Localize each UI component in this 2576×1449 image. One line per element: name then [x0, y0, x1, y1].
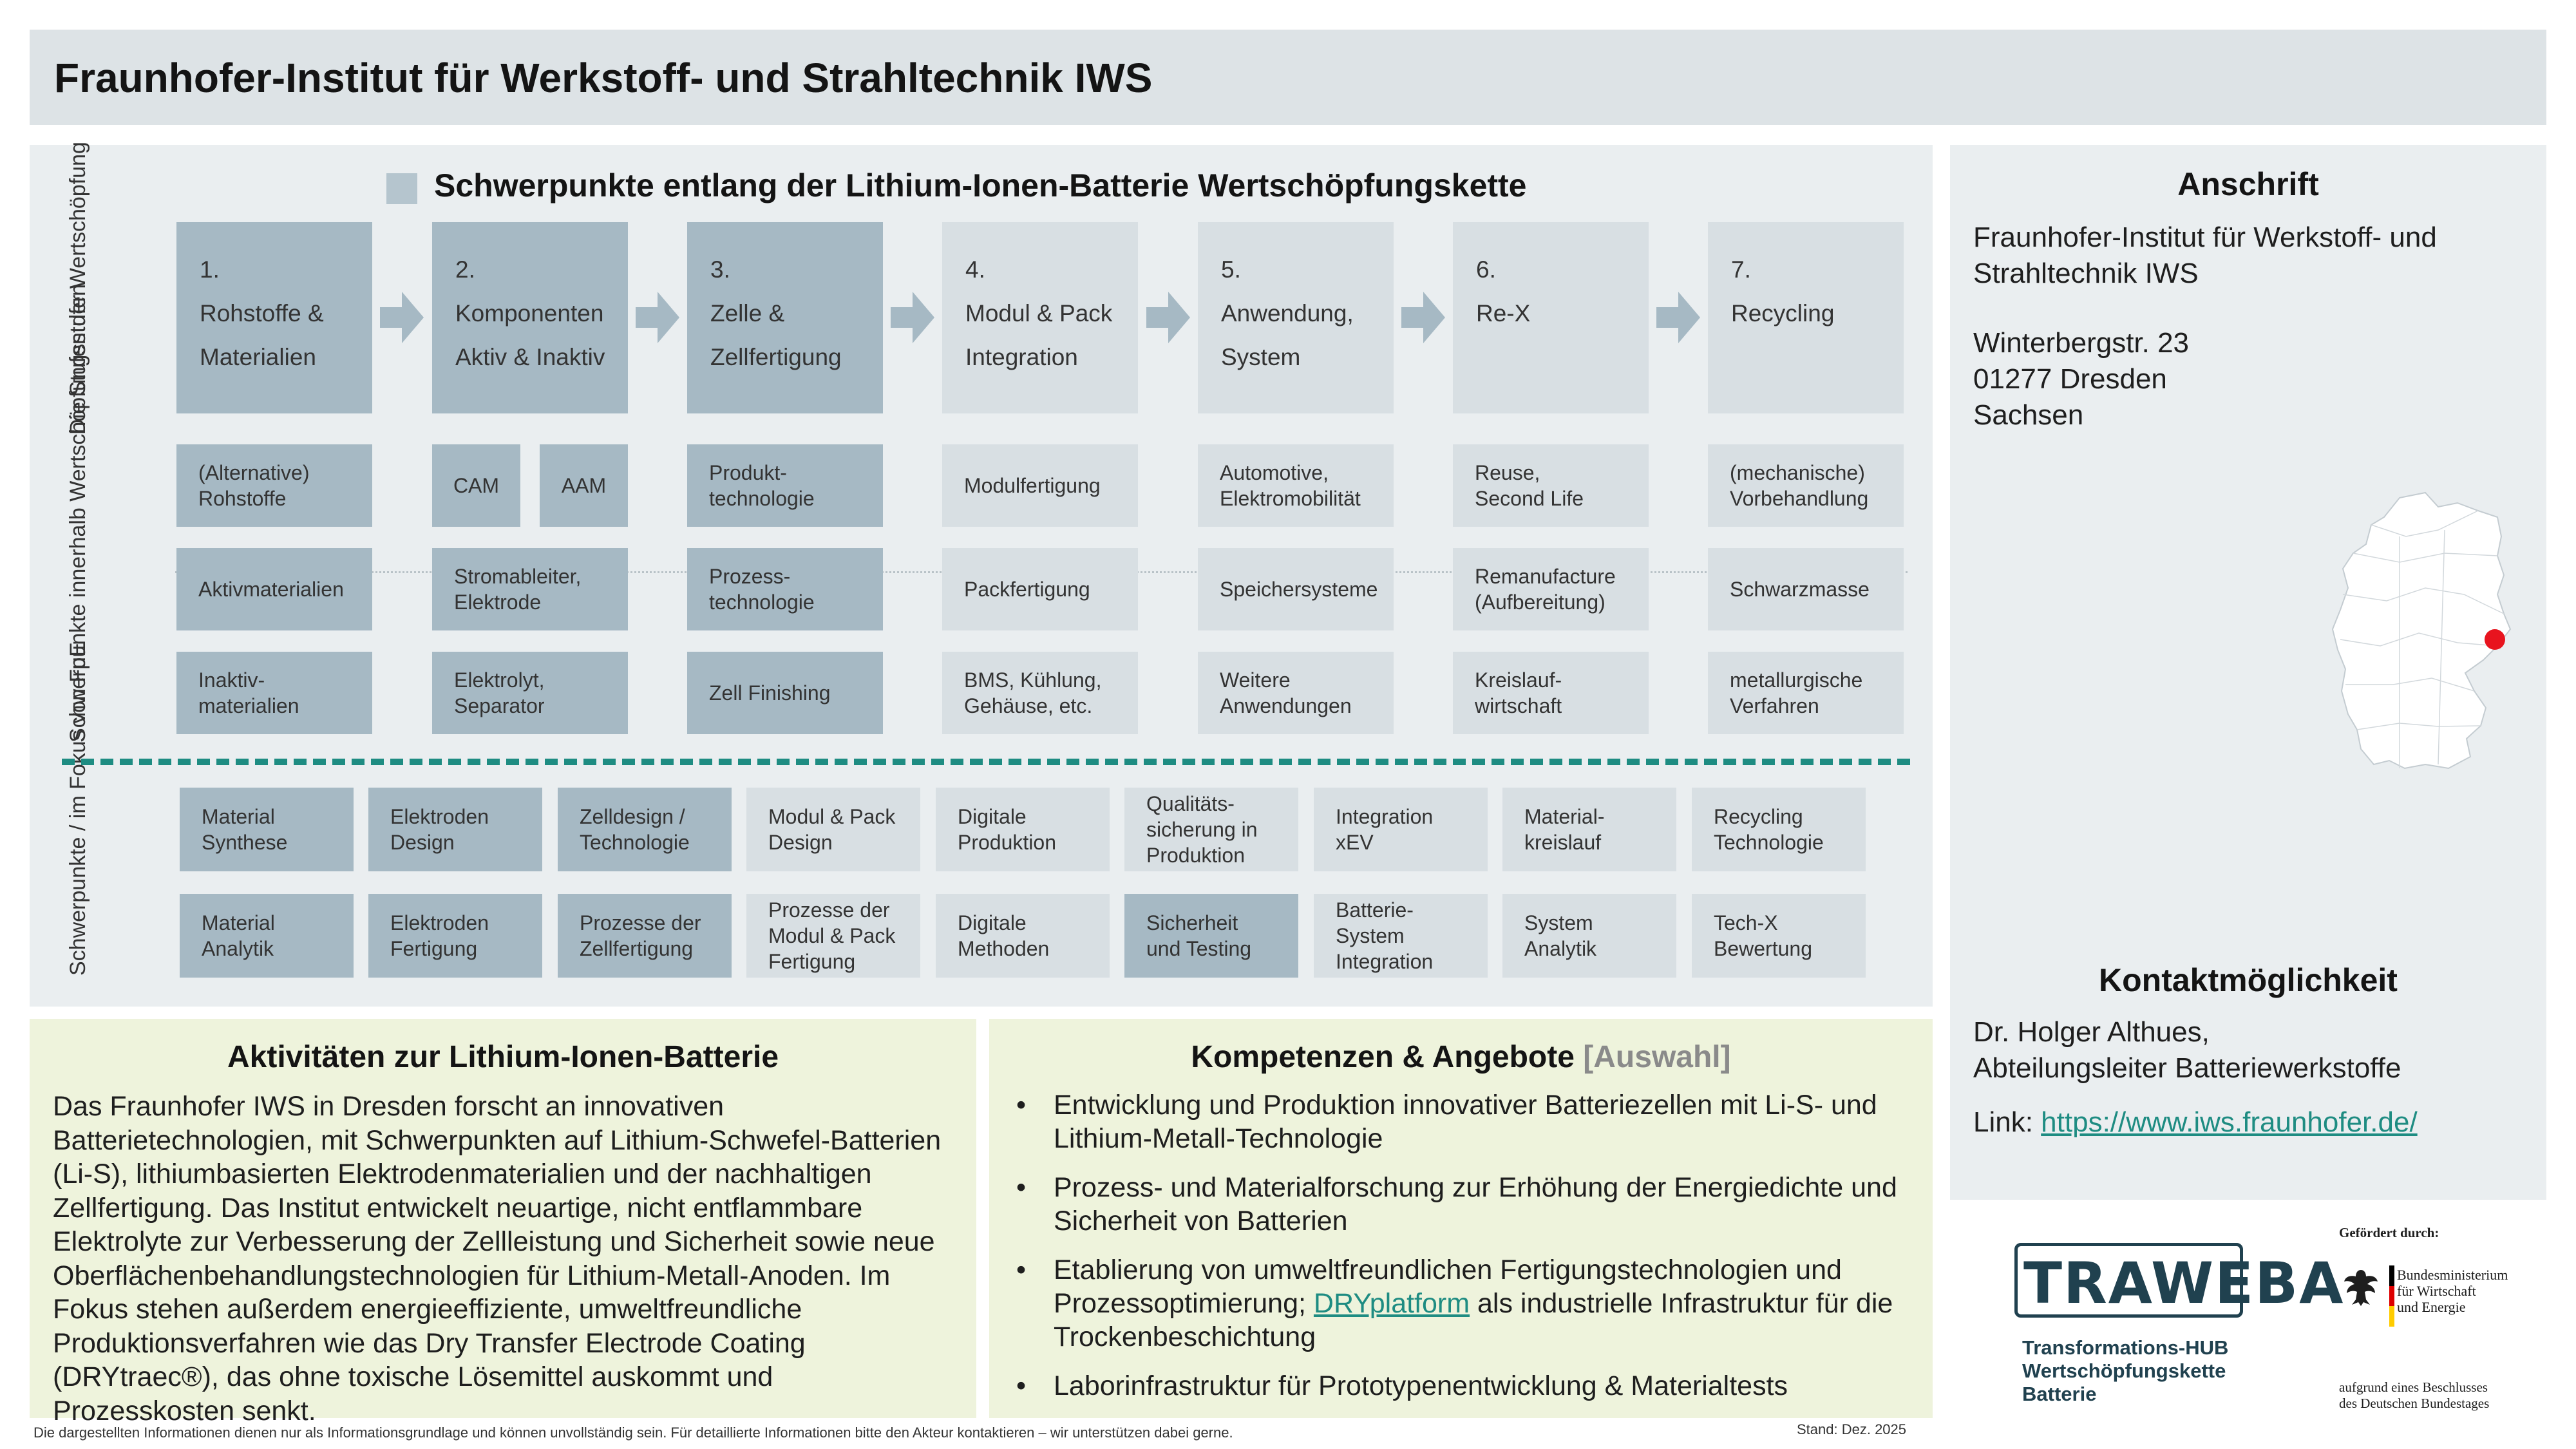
focus-box: Modulfertigung	[942, 444, 1138, 527]
header-bar: Fraunhofer-Institut für Werkstoff- und S…	[30, 30, 2546, 125]
disclaimer: Die dargestellten Informationen dienen n…	[33, 1425, 1233, 1441]
focus-box: Stromableiter, Elektrode	[432, 548, 628, 630]
rd-box: Batterie- System Integration	[1314, 894, 1488, 978]
focus-box: Kreislauf- wirtschaft	[1453, 652, 1649, 734]
focus-box: Speichersysteme	[1198, 548, 1394, 630]
focus-box: Aktivmaterialien	[176, 548, 372, 630]
germany-map-icon	[2331, 491, 2512, 770]
german-flag-icon	[2389, 1265, 2394, 1327]
list-item: •Laborinfrastruktur für Prototypenentwic…	[1016, 1370, 1788, 1401]
focus-box: (mechanische) Vorbehandlung	[1708, 444, 1904, 527]
page-title: Fraunhofer-Institut für Werkstoff- und S…	[54, 55, 1153, 101]
heading-square-icon	[386, 173, 417, 204]
contact-person: Dr. Holger Althues, Abteilungsleiter Bat…	[1973, 1016, 2401, 1084]
focus-box: Zell Finishing	[687, 652, 883, 734]
rd-box: Sicherheit und Testing	[1124, 894, 1298, 978]
rd-box: Digitale Methoden	[936, 894, 1110, 978]
link-label: Link:	[1973, 1106, 2041, 1138]
stage-3: 3. Zelle & Zellfertigung	[687, 222, 883, 413]
value-chain-panel: Schwerpunkte entlang der Lithium-Ionen-B…	[30, 142, 1933, 1007]
address-panel: Anschrift Fraunhofer-Institut für Werkst…	[1950, 145, 2546, 1200]
arrow-right-icon	[1656, 292, 1700, 343]
value-chain-heading-text: Schwerpunkte entlang der Lithium-Ionen-B…	[434, 167, 1527, 204]
bullet-icon: •	[1016, 1090, 1027, 1121]
bundestag-note: aufgrund eines Beschlusses des Deutschen…	[2339, 1379, 2490, 1411]
rd-box: Zelldesign / Technologie	[558, 788, 732, 871]
focus-box: Packfertigung	[942, 548, 1138, 630]
arrow-right-icon	[636, 292, 679, 343]
stage-4: 4. Modul & Pack Integration	[942, 222, 1138, 413]
rd-box: Prozesse der Zellfertigung	[558, 894, 732, 978]
focus-box: Produkt- technologie	[687, 444, 883, 527]
dryplatform-link[interactable]: DRYplatform	[1313, 1288, 1470, 1319]
competences-heading: Kompetenzen & Angebote [Auswahl]	[989, 1039, 1933, 1075]
website-link[interactable]: https://www.iws.fraunhofer.de/	[2041, 1106, 2418, 1138]
address-heading: Anschrift	[2177, 166, 2319, 202]
bullet-icon: •	[1016, 1370, 1027, 1401]
rd-box: Tech-X Bewertung	[1692, 894, 1866, 978]
focus-box: Weitere Anwendungen	[1198, 652, 1394, 734]
rd-box: Digitale Produktion	[936, 788, 1110, 871]
traweba-subtitle: Transformations-HUB Wertschöpfungskette …	[2022, 1336, 2229, 1405]
bullet-icon: •	[1016, 1172, 1027, 1203]
stand-date: Stand: Dez. 2025	[1797, 1421, 1907, 1437]
stage-6: 6. Re-X	[1453, 222, 1649, 413]
focus-box: Remanufacture (Aufbereitung)	[1453, 548, 1649, 630]
side-label-rd: Schwerpunkte / im Fokus von FuE	[66, 642, 90, 976]
rd-box: Integration xEV	[1314, 788, 1488, 871]
focus-box: Inaktiv- materialien	[176, 652, 372, 734]
list-item: •Etablierung von umweltfreundlichen Fert…	[1016, 1255, 1893, 1352]
activities-heading: Aktivitäten zur Lithium-Ionen-Batterie	[227, 1040, 779, 1074]
competences-panel: Kompetenzen & Angebote [Auswahl] •Entwic…	[989, 1019, 1933, 1418]
list-item: •Prozess- und Materialforschung zur Erhö…	[1016, 1172, 1897, 1236]
arrow-right-icon	[380, 292, 424, 343]
federal-eagle-icon	[2344, 1270, 2378, 1306]
focus-box: AAM	[540, 444, 628, 527]
competences-title: Kompetenzen & Angebote	[1191, 1040, 1575, 1074]
focus-box: CAM	[432, 444, 520, 527]
focus-box: metallurgische Verfahren	[1708, 652, 1904, 734]
stage-2: 2. Komponenten Aktiv & Inaktiv	[432, 222, 628, 413]
competences-suffix: [Auswahl]	[1583, 1040, 1731, 1074]
contact-link-line: Link: https://www.iws.fraunhofer.de/	[1973, 1104, 2418, 1141]
traweba-logo-frame	[2014, 1243, 2243, 1318]
arrow-right-icon	[1401, 292, 1445, 343]
stage-1: 1. Rohstoffe & Materialien	[176, 222, 372, 413]
activities-text: Das Fraunhofer IWS in Dresden forscht an…	[53, 1091, 942, 1426]
focus-box: Reuse, Second Life	[1453, 444, 1649, 527]
competences-list: •Entwicklung und Produktion innovativer …	[1009, 1088, 1923, 1418]
arrow-right-icon	[1146, 292, 1190, 343]
rd-box: Material- kreislauf	[1502, 788, 1676, 871]
institute-name: Fraunhofer-Institut für Werkstoff- und S…	[1973, 222, 2437, 289]
focus-box: Automotive, Elektromobilität	[1198, 444, 1394, 527]
funded-by-label: Gefördert durch:	[2339, 1225, 2439, 1240]
rd-box: Modul & Pack Design	[746, 788, 920, 871]
bullet-icon: •	[1016, 1255, 1027, 1285]
focus-box: Elektrolyt, Separator	[432, 652, 628, 734]
rd-box: Recycling Technologie	[1692, 788, 1866, 871]
rd-box: Prozesse der Modul & Pack Fertigung	[746, 894, 920, 978]
rd-box: Material Synthese	[180, 788, 354, 871]
rd-box: System Analytik	[1502, 894, 1676, 978]
focus-box: BMS, Kühlung, Gehäuse, etc.	[942, 652, 1138, 734]
stage-5: 5. Anwendung, System	[1198, 222, 1394, 413]
ministry-name: Bundesministerium für Wirtschaft und Ene…	[2397, 1267, 2508, 1315]
contact-heading: Kontaktmöglichkeit	[2099, 962, 2398, 998]
rd-box: Elektroden Design	[368, 788, 542, 871]
arrow-right-icon	[891, 292, 934, 343]
traweba-logo: TRAWEBA	[2023, 1250, 2345, 1316]
rd-box: Qualitäts- sicherung in Produktion	[1124, 788, 1298, 871]
street-address: Winterbergstr. 23 01277 Dresden Sachsen	[1973, 327, 2190, 431]
rd-box: Elektroden Fertigung	[368, 894, 542, 978]
stage-7: 7. Recycling	[1708, 222, 1904, 413]
focus-box: (Alternative) Rohstoffe	[176, 444, 372, 527]
dashed-divider	[62, 759, 1910, 765]
list-item: •Entwicklung und Produktion innovativer …	[1016, 1090, 1877, 1154]
focus-box: Schwarzmasse	[1708, 548, 1904, 630]
focus-box: Prozess- technologie	[687, 548, 883, 630]
activities-panel: Aktivitäten zur Lithium-Ionen-Batterie D…	[30, 1019, 976, 1426]
rd-box: Material Analytik	[180, 894, 354, 978]
